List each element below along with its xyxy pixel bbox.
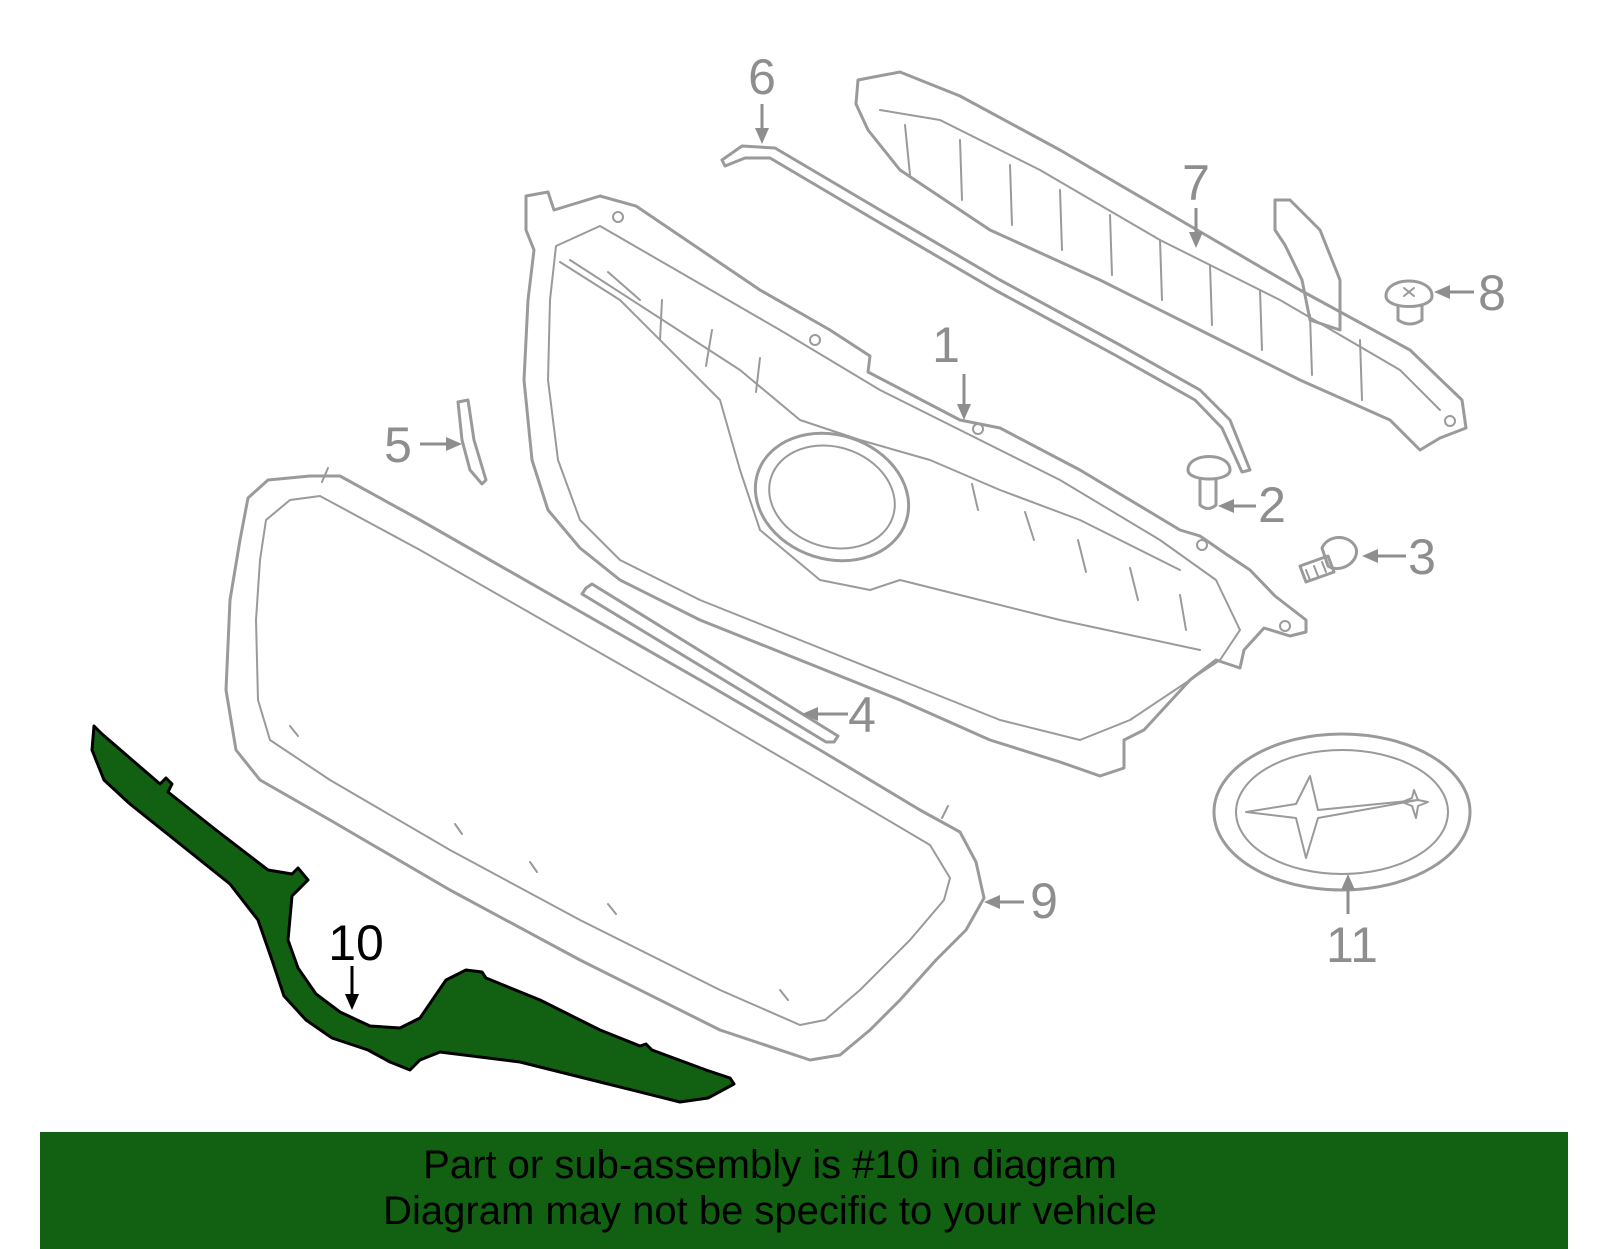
svg-text:3: 3 <box>1408 529 1436 585</box>
svg-text:11: 11 <box>1326 917 1378 973</box>
callout-1: 1 <box>932 317 971 420</box>
part-11-emblem <box>1212 732 1472 892</box>
svg-text:9: 9 <box>1030 873 1058 929</box>
callout-9: 9 <box>984 873 1058 929</box>
callout-5: 5 <box>384 417 462 473</box>
svg-text:10: 10 <box>328 915 384 971</box>
part-7-upper-bracket <box>854 70 1468 452</box>
callout-2: 2 <box>1218 477 1286 533</box>
svg-text:2: 2 <box>1258 477 1286 533</box>
callout-6: 6 <box>748 49 776 144</box>
callout-10: 10 <box>328 915 384 1010</box>
svg-text:8: 8 <box>1478 265 1506 321</box>
svg-text:6: 6 <box>748 49 776 105</box>
callout-11: 11 <box>1326 874 1378 973</box>
svg-text:5: 5 <box>384 417 412 473</box>
svg-text:1: 1 <box>932 317 960 373</box>
callout-8: 8 <box>1434 265 1506 321</box>
part-2-push-clip <box>1186 455 1232 510</box>
banner-line-part-number: Part or sub-assembly is #10 in diagram <box>423 1143 1117 1187</box>
banner-line-disclaimer: Diagram may not be specific to your vehi… <box>383 1189 1157 1233</box>
callout-3: 3 <box>1362 529 1436 585</box>
callout-7: 7 <box>1182 155 1210 248</box>
part-4-molding-strip <box>580 582 840 744</box>
part-8-clip <box>1384 279 1434 326</box>
part-5-side-strip <box>456 398 488 486</box>
part-1-grille-body <box>522 190 1308 778</box>
part-10-lower-trim <box>90 724 736 1104</box>
callout-4: 4 <box>802 687 876 743</box>
svg-text:4: 4 <box>848 687 876 743</box>
info-banner: Part or sub-assembly is #10 in diagram D… <box>40 1132 1568 1249</box>
part-6-seal-strip <box>720 144 1252 474</box>
part-9-grille-frame <box>224 467 986 1062</box>
svg-text:7: 7 <box>1182 155 1210 211</box>
part-3-screw <box>1298 536 1358 584</box>
